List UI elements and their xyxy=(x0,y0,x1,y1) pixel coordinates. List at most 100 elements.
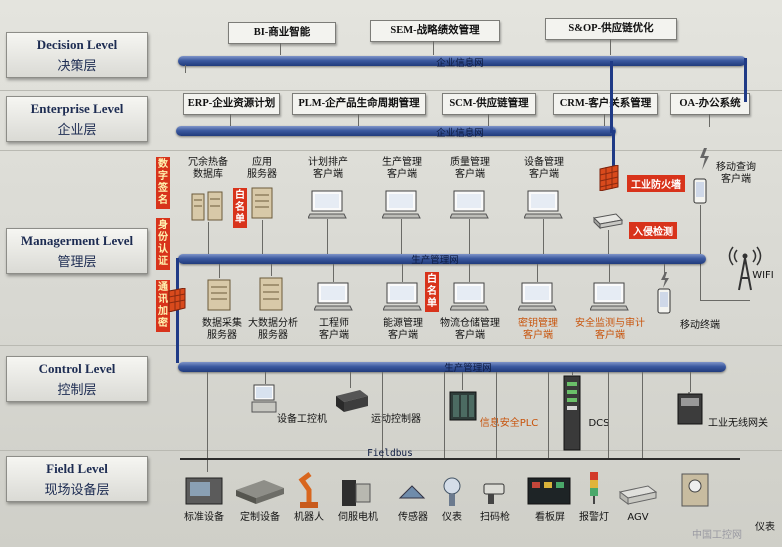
production-client-label: 生产管理 客户端 xyxy=(382,157,422,180)
level-en: Managerment Level xyxy=(20,233,134,248)
computer-icon xyxy=(590,282,629,311)
computer-icon xyxy=(314,282,353,311)
field-item-label: 仪表 xyxy=(755,522,775,533)
connector xyxy=(271,264,272,276)
connector xyxy=(462,372,463,390)
level-label-field: Field Level 现场设备层 xyxy=(6,456,148,502)
wireless-gateway-icon xyxy=(677,392,703,425)
band-divider xyxy=(0,150,782,151)
connector xyxy=(700,300,750,301)
agv-icon xyxy=(618,485,658,505)
mobile-phone-icon xyxy=(693,178,707,204)
connector xyxy=(333,264,334,282)
robot-arm-icon xyxy=(298,472,318,508)
connector xyxy=(350,372,351,388)
computer-icon xyxy=(524,190,563,219)
identity-auth-label: 身份认证 xyxy=(156,218,170,270)
connector xyxy=(382,372,383,458)
connector xyxy=(401,219,402,256)
connector xyxy=(230,114,231,127)
ids-label: 入侵检测 xyxy=(629,222,677,239)
connector xyxy=(610,39,611,55)
level-en: Enterprise Level xyxy=(30,101,124,116)
field-item-label: AGV xyxy=(627,512,649,523)
field-item-label: 仪表 xyxy=(442,512,462,523)
firewall-icon xyxy=(599,165,619,191)
level-en: Decision Level xyxy=(36,37,118,52)
motion-controller-label: 运动控制器 xyxy=(371,414,421,425)
level-zh: 现场设备层 xyxy=(44,483,110,498)
connector xyxy=(433,41,434,55)
enterprise-box-oa: OA-办公系统 xyxy=(670,93,750,115)
sensor-icon xyxy=(398,485,426,499)
connector xyxy=(690,372,691,392)
level-label-enterprise: Enterprise Level 企业层 xyxy=(6,96,148,142)
connector xyxy=(262,220,263,256)
connector xyxy=(469,219,470,256)
engineer-client-label: 工程师 客户端 xyxy=(319,318,349,341)
enterprise-box-erp: ERP-企业资源计划 xyxy=(183,93,280,115)
trunk-line xyxy=(176,258,179,363)
level-zh: 控制层 xyxy=(57,383,97,398)
field-item-label: 伺服电机 xyxy=(338,512,378,523)
ids-device-icon xyxy=(592,213,624,230)
bus-label: 企业信息网 xyxy=(436,58,484,69)
key-mgmt-client-label: 密钥管理 客户端 xyxy=(518,318,558,341)
field-item-label: 扫码枪 xyxy=(480,512,510,523)
connector xyxy=(548,372,549,458)
connector xyxy=(604,114,605,127)
industrial-pc-icon xyxy=(251,384,277,413)
field-item-label: 报警灯 xyxy=(579,512,609,523)
band-divider xyxy=(0,90,782,91)
field-item-label: 看板屏 xyxy=(535,512,565,523)
enterprise-box-plm: PLM-企产品生命周期管理 xyxy=(292,93,426,115)
field-item-label: 传感器 xyxy=(398,512,428,523)
mobile-query-client-label: 移动查询 客户端 xyxy=(716,162,756,185)
alarm-light-icon xyxy=(590,472,598,504)
decision-box-bi: BI-商业智能 xyxy=(228,22,336,44)
bus-label: 生产管理网 xyxy=(411,255,459,266)
lightning-icon xyxy=(700,148,709,170)
watermark-text: 中国工控网 xyxy=(692,530,742,541)
bus-label: 企业信息网 xyxy=(436,128,484,139)
dcs-label: DCS xyxy=(588,418,610,429)
enterprise-box-scm: SCM-供应链管理 xyxy=(442,93,536,115)
instrument-panel-icon xyxy=(681,473,709,507)
computer-icon xyxy=(450,190,489,219)
dashboard-screen-icon xyxy=(527,477,571,505)
connector xyxy=(537,264,538,282)
mobile-phone-icon xyxy=(657,288,671,314)
level-en: Field Level xyxy=(46,461,108,476)
industrial-pc-label: 设备工控机 xyxy=(277,414,327,425)
level-en: Control Level xyxy=(38,361,116,376)
security-plc-icon xyxy=(449,391,477,421)
field-item-label: 机器人 xyxy=(294,512,324,523)
lightning-icon xyxy=(661,272,669,288)
connector xyxy=(444,372,445,458)
wifi-label: WIFI xyxy=(752,270,774,281)
connector xyxy=(642,372,643,458)
firewall-icon xyxy=(168,288,186,312)
connector xyxy=(327,219,328,256)
app-server-label: 应用 服务器 xyxy=(247,157,277,180)
enterprise-info-bus-top xyxy=(178,56,746,66)
app-server-icon xyxy=(251,187,273,219)
connector xyxy=(265,372,266,384)
connector xyxy=(402,264,403,282)
computer-icon xyxy=(382,190,421,219)
computer-icon xyxy=(450,282,489,311)
band-divider xyxy=(0,345,782,346)
field-item-label: 标准设备 xyxy=(184,512,224,523)
level-zh: 管理层 xyxy=(57,255,97,270)
fieldbus-label: Fieldbus xyxy=(367,448,413,459)
fieldbus-line xyxy=(180,458,740,460)
production-mgmt-bus xyxy=(178,254,706,264)
connector xyxy=(207,372,208,472)
planning-client-label: 计划排产 客户端 xyxy=(308,157,348,180)
logistics-client-label: 物流仓储管理 客户端 xyxy=(440,318,500,341)
comm-encryption-label: 通讯加密 xyxy=(156,280,170,332)
field-item-label: 定制设备 xyxy=(240,512,280,523)
bigdata-server-label: 大数据分析 服务器 xyxy=(248,318,298,341)
level-label-management: Managerment Level 管理层 xyxy=(6,228,148,274)
